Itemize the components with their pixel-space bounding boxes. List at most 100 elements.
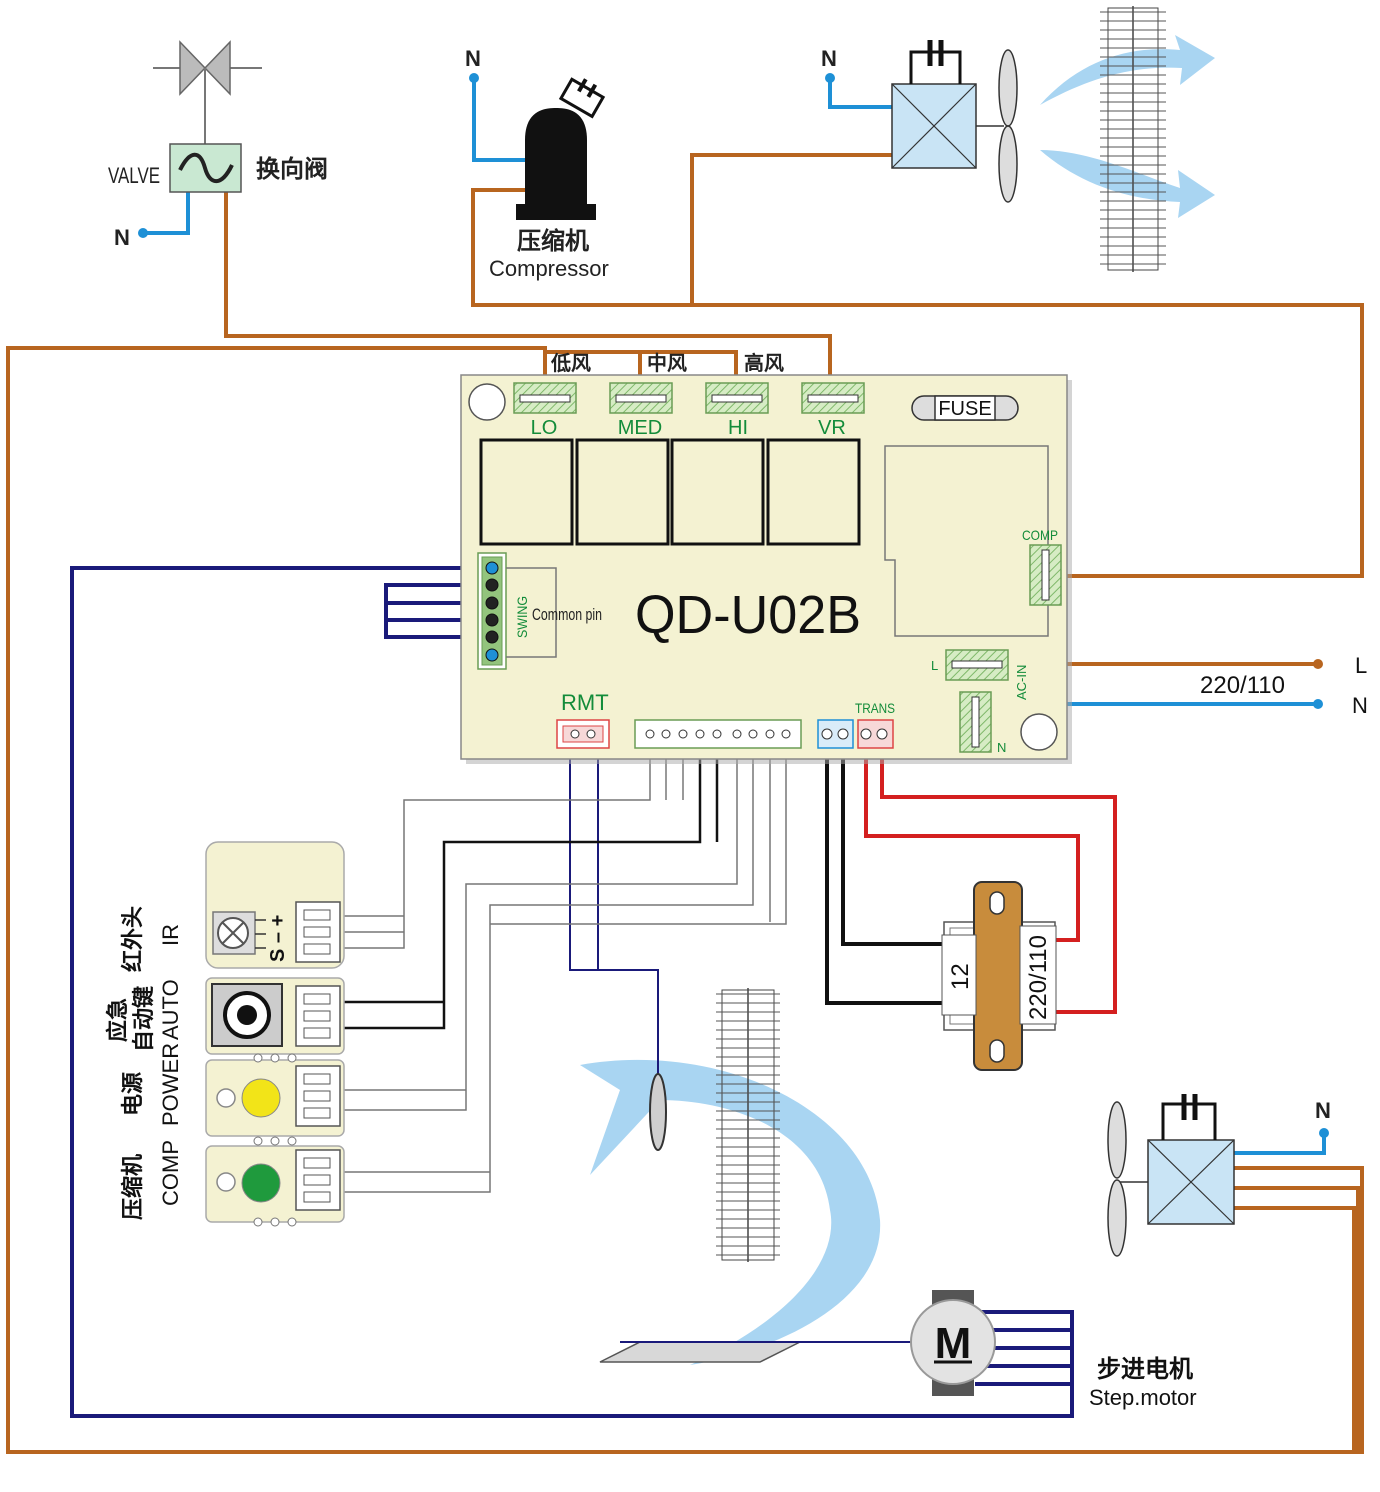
relay-terminal-slot xyxy=(519,394,571,403)
swing-pins xyxy=(485,561,499,662)
relay-vr-label: VR xyxy=(818,417,846,439)
outdoor-fan-motor: N xyxy=(821,40,1018,203)
relay-lo xyxy=(479,438,574,546)
transformer-wires xyxy=(825,742,1117,1014)
live-wires xyxy=(6,153,1364,1454)
outdoor-fan-blade-top xyxy=(998,49,1018,127)
ir-en-label: IR xyxy=(158,924,183,946)
trans-label: TRANS xyxy=(855,700,895,716)
relay-med xyxy=(575,438,670,546)
display-pin xyxy=(748,729,758,739)
indoor-airflow xyxy=(580,1059,881,1365)
step-motor: M 步进电机 Step.motor xyxy=(910,1290,1197,1410)
module-connector-pin xyxy=(303,1090,331,1102)
outdoor-fan-neutral-label: N xyxy=(821,46,837,71)
sensor-probe xyxy=(649,1073,667,1151)
mains-n-label: N xyxy=(1352,693,1368,718)
display-pin xyxy=(645,729,655,739)
display-pin xyxy=(732,729,742,739)
power-en-label: POWER xyxy=(158,1043,183,1126)
neutral-dots xyxy=(138,73,1329,1138)
step-motor-en-label: Step.motor xyxy=(1089,1385,1197,1410)
comp-en-label: COMP xyxy=(158,1140,183,1206)
comp-label: COMP xyxy=(1022,527,1058,543)
live-dot xyxy=(1313,659,1323,669)
relay-terminal-slot xyxy=(711,394,763,403)
swing-pin xyxy=(485,648,499,662)
comp-led xyxy=(241,1163,281,1203)
mounting-hole-bottom xyxy=(1020,713,1058,751)
outdoor-airflow xyxy=(1040,35,1215,218)
indoor-fan-neutral-label: N xyxy=(1315,1098,1331,1123)
comp-cn-label: 压缩机 xyxy=(120,1154,146,1220)
display-pin xyxy=(765,729,775,739)
step-motor-body xyxy=(910,1299,996,1385)
valve-cn-label: 换向阀 xyxy=(256,155,328,183)
relay-hi-label: HI xyxy=(728,417,748,439)
display-panel: S – + IR 红外头 AUTO 应急 自动键 POWER 电源 COMP 压… xyxy=(105,841,345,1227)
compressor-body xyxy=(525,108,587,205)
ac-in-l-label: L xyxy=(931,658,938,673)
valve-neutral-label: N xyxy=(114,225,130,250)
mains-l-label: L xyxy=(1355,653,1367,678)
module-connector-pin xyxy=(303,1191,331,1203)
display-pin xyxy=(661,729,671,739)
relay-hi-cn: 高风 xyxy=(744,351,784,375)
relay-terminal-slot xyxy=(615,394,667,403)
indoor-fan-blade-bottom xyxy=(1107,1179,1127,1257)
sensor-wires xyxy=(569,748,659,1078)
relay-med-label: MED xyxy=(618,417,662,439)
valve-label: VALVE xyxy=(108,163,160,188)
transformer-primary-label: 220/110 xyxy=(1025,935,1052,1020)
module-connector-pin xyxy=(303,926,331,938)
module-connector-pin xyxy=(303,1073,331,1085)
indoor-coil xyxy=(716,988,780,1262)
louver xyxy=(599,1341,912,1363)
relay-lo-cn: 低风 xyxy=(550,351,591,375)
module-connector-pin xyxy=(303,1010,331,1022)
auto-cn-label-2: 自动键 xyxy=(131,986,157,1052)
module-connector-pin xyxy=(303,1174,331,1186)
compressor-cn-label: 压缩机 xyxy=(517,227,589,255)
display-pin xyxy=(712,729,722,739)
fuse-label: FUSE xyxy=(938,398,991,420)
display-pin xyxy=(781,729,791,739)
swing-label: SWING xyxy=(514,596,530,638)
display-pin xyxy=(678,729,688,739)
relay-lo-label: LO xyxy=(531,417,558,439)
module-connector-pin xyxy=(303,943,331,955)
outdoor-fan-blade-bottom xyxy=(998,125,1018,203)
control-board: FUSE COMP L N AC-IN SWING Common pin QD-… xyxy=(460,374,1072,764)
rmt-label: RMT xyxy=(561,690,609,715)
ac-in-n-label: N xyxy=(997,740,1006,755)
power-cn-label: 电源 xyxy=(121,1072,146,1116)
ac-in-label: AC-IN xyxy=(1014,665,1029,700)
module-connector-pin xyxy=(303,909,331,921)
ir-pin-symbols: S – + xyxy=(267,915,289,962)
compressor-neutral-label: N xyxy=(465,46,481,71)
transformer-secondary-label: 12 xyxy=(947,963,974,990)
module-connectors xyxy=(295,901,341,1211)
relay-vr xyxy=(766,438,861,546)
indoor-fan-motor: N xyxy=(1107,1094,1331,1257)
comp-relay xyxy=(884,445,1049,637)
mains-voltage: 220/110 xyxy=(1200,672,1285,699)
swing-pin xyxy=(485,561,499,575)
display-pins xyxy=(645,729,791,739)
auto-en-label: AUTO xyxy=(158,979,183,1040)
relay-terminals xyxy=(513,382,865,414)
common-pin-label: Common pin xyxy=(532,605,602,624)
ir-cn-label: 红外头 xyxy=(120,906,146,972)
module-connector-pin xyxy=(303,1107,331,1119)
power-led xyxy=(241,1078,281,1118)
relay-med-cn: 中风 xyxy=(647,351,687,375)
swing-pin xyxy=(485,630,499,644)
outdoor-coil xyxy=(1100,6,1166,272)
mains-input: 220/110 L N xyxy=(1200,653,1368,718)
board-model: QD-U02B xyxy=(635,585,861,645)
relay-terminal-slot xyxy=(807,394,859,403)
compressor: N 压缩机 Compressor xyxy=(465,46,609,281)
stepper-wires xyxy=(70,566,1074,1418)
relay-labels: 低风 中风 高风 LO MED HI VR xyxy=(531,351,846,439)
